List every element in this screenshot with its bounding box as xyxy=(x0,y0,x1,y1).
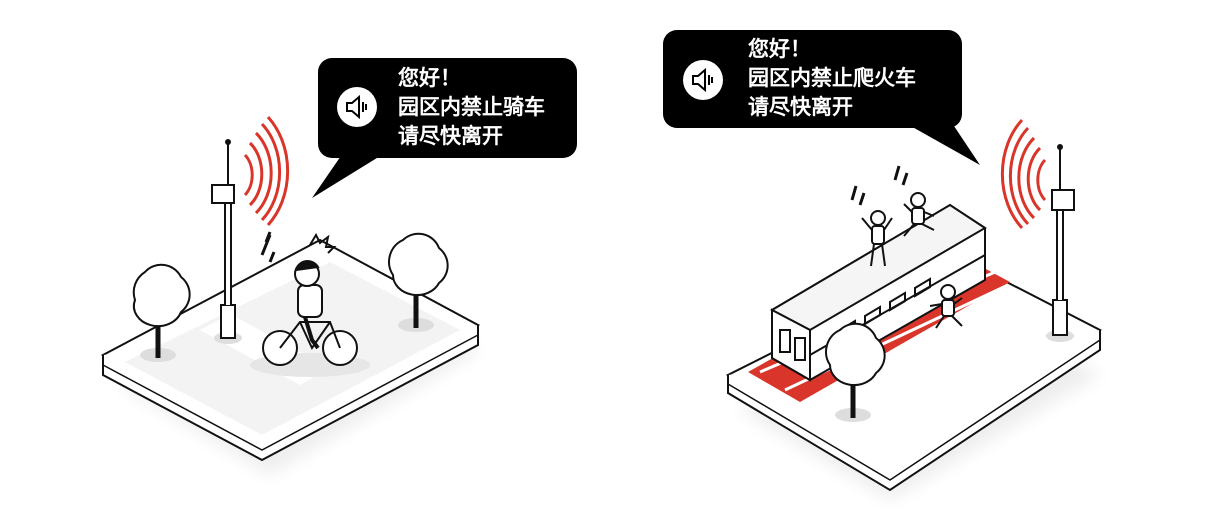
bubble-line: 请尽快离开 xyxy=(748,95,853,119)
tree-left-1 xyxy=(132,263,191,362)
speech-bubble-left: 您好！ 园区内禁止骑车 请尽快离开 xyxy=(318,58,577,158)
bubble-line: 请尽快离开 xyxy=(398,124,503,148)
bubble-line: 您好！ xyxy=(748,37,811,61)
tree-right xyxy=(825,322,886,422)
bubble-tail-left xyxy=(312,150,390,198)
people-on-train xyxy=(850,165,963,329)
signal-pole-left xyxy=(211,139,242,344)
bubble-line: 您好！ xyxy=(398,66,461,90)
cyclist xyxy=(250,231,370,377)
signal-waves-right xyxy=(1000,118,1047,230)
speech-bubble-right: 您好！ 园区内禁止爬火车 请尽快离开 xyxy=(663,30,962,128)
bubble-tail-right xyxy=(900,120,980,165)
speaker-icon xyxy=(683,60,723,100)
signal-waves-left xyxy=(243,115,290,227)
tree-left-2 xyxy=(388,232,449,332)
bubble-line: 园区内禁止骑车 xyxy=(398,95,545,119)
bubble-line: 园区内禁止爬火车 xyxy=(748,66,916,90)
signal-pole-right xyxy=(1046,144,1075,342)
speaker-icon xyxy=(337,87,377,127)
